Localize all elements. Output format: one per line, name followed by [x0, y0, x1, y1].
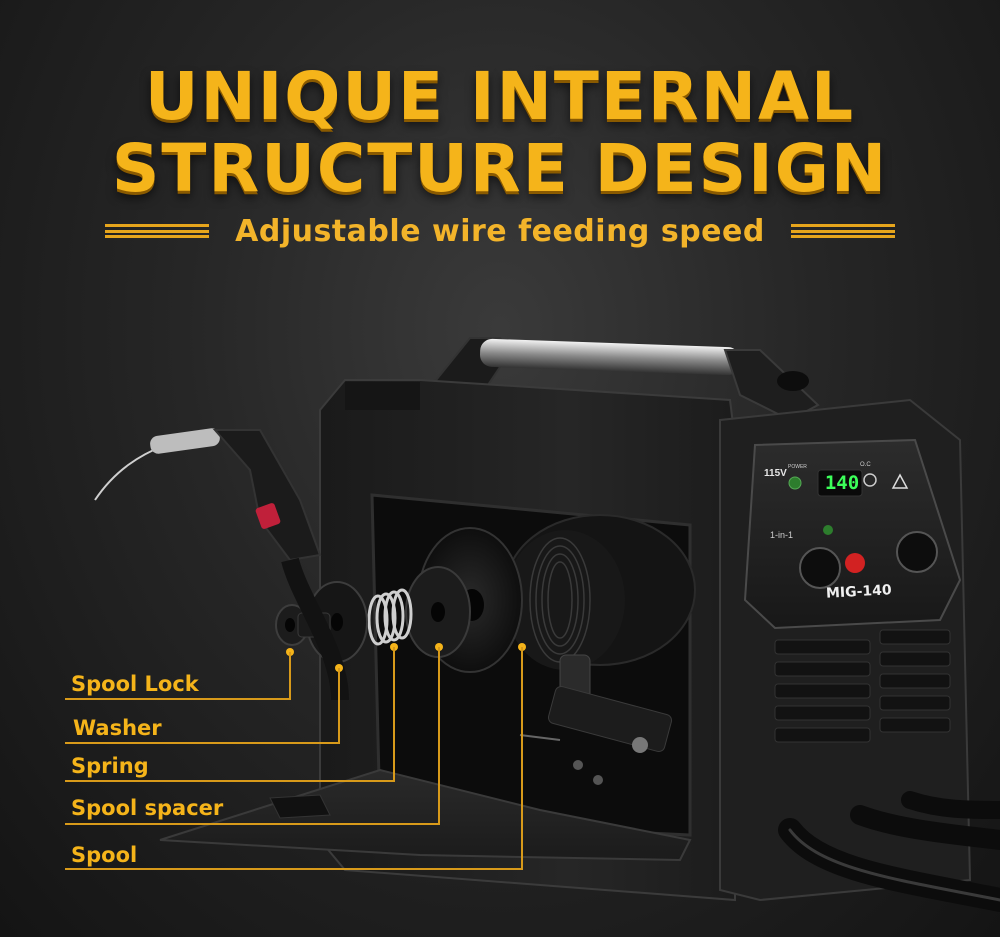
- subtitle: Adjustable wire feeding speed: [235, 213, 765, 249]
- headline-line-1: UNIQUE INTERNAL: [144, 58, 856, 135]
- subtitle-row: Adjustable wire feeding speed: [0, 208, 1000, 254]
- right-decoration-lines: [790, 224, 895, 238]
- led-display: 140: [824, 472, 860, 494]
- callout-washer: Washer: [73, 716, 162, 740]
- spool-spacer-leader-v: [438, 647, 440, 824]
- spool-spacer-leader-h: [65, 823, 440, 825]
- spring-leader-v: [393, 647, 395, 781]
- control-panel: [743, 438, 962, 630]
- washer-leader-h: [65, 742, 340, 744]
- voltage-label: 115V: [764, 468, 787, 479]
- callout-spool: Spool: [71, 843, 138, 867]
- cooling-vents: [774, 629, 951, 743]
- spool-lock-leader-v: [289, 652, 291, 699]
- spring: [367, 588, 413, 646]
- mode-label: 1-in-1: [770, 530, 794, 540]
- oc-label: O.C: [860, 462, 871, 468]
- wire-feeder: [519, 654, 673, 785]
- spool-spacer: [405, 566, 471, 658]
- power-label: POWER: [788, 464, 807, 470]
- left-decoration-lines: [105, 224, 210, 238]
- spring-leader-h: [65, 780, 395, 782]
- spool-leader-v: [521, 647, 523, 869]
- headline-line-2: STRUCTURE DESIGN: [111, 130, 889, 207]
- spool-leader-h: [65, 868, 523, 870]
- callout-spring: Spring: [71, 754, 149, 778]
- model-label: MIG-140: [825, 582, 893, 602]
- open-door-panel: [159, 768, 692, 862]
- washer-leader-v: [338, 668, 340, 743]
- callout-spool-lock: Spool Lock: [71, 672, 199, 696]
- power-cables: [778, 791, 1000, 912]
- callout-spool-spacer: Spool spacer: [71, 796, 224, 820]
- mig-torch: [94, 428, 349, 701]
- spool-lock-leader-h: [65, 698, 291, 700]
